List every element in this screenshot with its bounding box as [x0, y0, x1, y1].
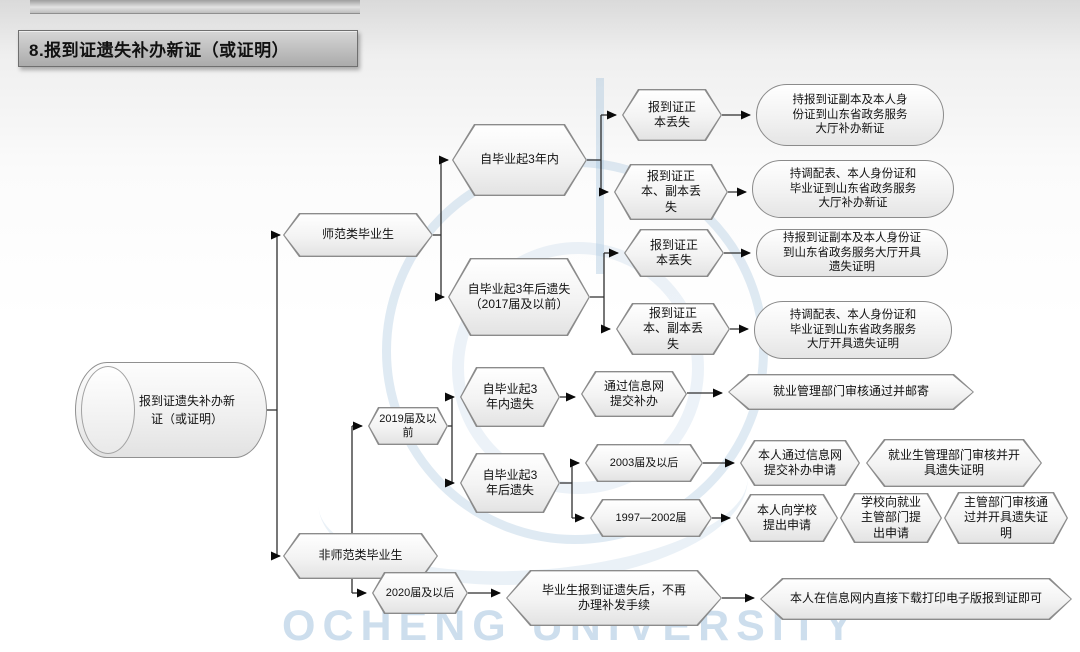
node-label: 报到证正本丢失	[647, 99, 696, 129]
node-label: 非师范类毕业生	[318, 548, 403, 563]
node-label: 毕业生报到证遗失后，不再办理补发手续	[541, 582, 686, 612]
node-lost-after-3-years: 自毕业起3年后遗失	[460, 453, 560, 513]
node-label: 报到证正本、副本丢失	[640, 168, 701, 214]
node-label: 师范类毕业生	[321, 227, 394, 242]
page-title: 8.报到证遗失补办新证（或证明）	[18, 30, 358, 67]
header-strip	[30, 0, 360, 14]
node-submit-via-info-web: 通过信息网提交补办	[581, 371, 687, 417]
node-both-lost-b: 报到证正本、副本丢失	[616, 303, 730, 355]
node-school-applies-to-dept: 学校向就业主管部门提出申请	[840, 493, 942, 543]
node-label: 自毕业起3年内	[480, 152, 559, 167]
node-original-lost-a: 报到证正本丢失	[622, 89, 722, 141]
node-label: 就业生管理部门审核并开具遗失证明	[887, 447, 1020, 477]
node-apply-to-school: 本人向学校提出申请	[736, 494, 838, 542]
node-label: 2020届及以后	[385, 586, 455, 599]
node-label: 2019届及以前	[379, 412, 437, 439]
node-root-cylinder: 报到证遗失补办新证（或证明）	[75, 362, 267, 458]
node-label: 本人向学校提出申请	[756, 502, 817, 532]
node-label: 本人通过信息网提交补办申请	[757, 447, 842, 477]
node-both-lost-a: 报到证正本、副本丢失	[614, 164, 728, 220]
node-label: 报到证正本、副本丢失	[642, 305, 703, 351]
node-label: 学校向就业主管部门提出申请	[860, 494, 921, 540]
node-label: 本人在信息网内直接下载打印电子版报到证即可	[789, 591, 1042, 606]
node-label: 持调配表、本人身份证和毕业证到山东省政务服务大厅补办新证	[789, 167, 917, 210]
node-terminal-loss-proof-with-table: 持调配表、本人身份证和毕业证到山东省政务服务大厅开具遗失证明	[754, 301, 952, 359]
node-label: 1997—2002届	[615, 511, 687, 524]
node-no-reissue-procedure: 毕业生报到证遗失后，不再办理补发手续	[506, 570, 722, 626]
node-label: 持报到证副本及本人身份证到山东省政务服务大厅开具遗失证明	[783, 231, 921, 274]
node-label: 2003届及以后	[609, 456, 679, 469]
node-class-2020-and-after: 2020届及以后	[372, 572, 468, 614]
node-label: 自毕业起3年后遗失	[482, 467, 538, 497]
node-label: 报到证遗失补办新证（或证明）	[138, 394, 235, 426]
node-original-lost-b: 报到证正本丢失	[624, 229, 724, 277]
node-terminal-new-cert-with-copy: 持报到证副本及本人身份证到山东省政务服务大厅补办新证	[756, 84, 944, 146]
node-terminal-download-ecert: 本人在信息网内直接下载打印电子版报到证即可	[760, 578, 1072, 620]
node-submit-reissue-application: 本人通过信息网提交补办申请	[740, 440, 860, 486]
node-terminal-supervisor-proof: 主管部门审核通过并开具遗失证明	[944, 492, 1068, 544]
node-within-3-years: 自毕业起3年内	[452, 124, 587, 196]
node-label: 通过信息网提交补办	[603, 378, 664, 408]
node-terminal-review-and-mail: 就业管理部门审核通过并邮寄	[728, 374, 974, 410]
node-label: 自毕业起3年后遗失（2017届及以前）	[467, 281, 571, 311]
node-terminal-dept-review-proof: 就业生管理部门审核并开具遗失证明	[866, 439, 1042, 487]
node-class-2003-and-after: 2003届及以后	[585, 444, 703, 482]
node-label: 报到证正本丢失	[649, 237, 698, 267]
node-label: 自毕业起3年内遗失	[482, 381, 538, 411]
node-lost-within-3-years: 自毕业起3年内遗失	[460, 367, 560, 427]
node-normal-graduates: 师范类毕业生	[283, 213, 433, 257]
node-non-normal-graduates: 非师范类毕业生	[283, 533, 438, 579]
node-after-3-years-2017: 自毕业起3年后遗失（2017届及以前）	[448, 258, 590, 336]
node-terminal-loss-proof-with-copy: 持报到证副本及本人身份证到山东省政务服务大厅开具遗失证明	[756, 229, 948, 277]
node-label: 持调配表、本人身份证和毕业证到山东省政务服务大厅开具遗失证明	[789, 308, 917, 351]
node-class-1997-2002: 1997—2002届	[590, 499, 712, 537]
node-label: 就业管理部门审核通过并邮寄	[772, 384, 929, 399]
node-class-2019-and-before: 2019届及以前	[368, 407, 448, 445]
node-label: 主管部门审核通过并开具遗失证明	[963, 494, 1048, 540]
node-label: 持报到证副本及本人身份证到山东省政务服务大厅补办新证	[792, 93, 908, 136]
node-terminal-new-cert-with-table: 持调配表、本人身份证和毕业证到山东省政务服务大厅补办新证	[752, 160, 954, 218]
